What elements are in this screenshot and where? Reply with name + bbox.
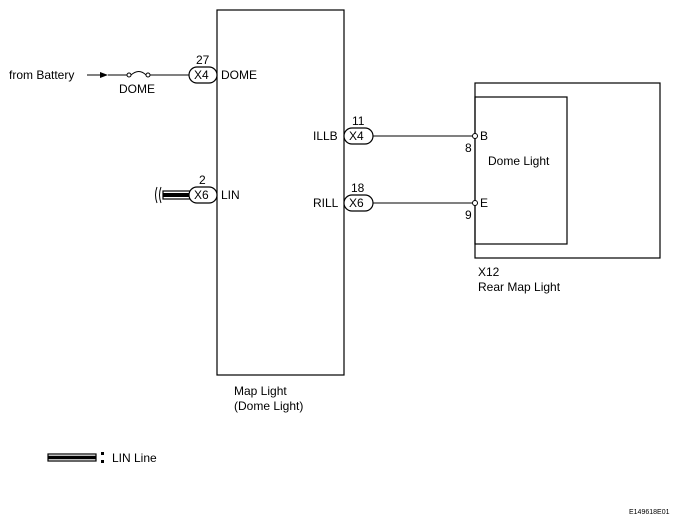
fuse-icon bbox=[130, 71, 147, 76]
illb-pin-number: 11 bbox=[352, 114, 365, 128]
terminal-b-pin: 8 bbox=[465, 141, 472, 155]
dome-connector-label: X4 bbox=[194, 68, 209, 82]
lin-break-mark bbox=[155, 186, 162, 204]
rill-pin-name: RILL bbox=[313, 196, 339, 210]
rill-pin-number: 18 bbox=[351, 181, 365, 195]
map-light-subtitle: (Dome Light) bbox=[234, 399, 304, 413]
from-battery-label: from Battery bbox=[9, 68, 75, 82]
connector-lin bbox=[188, 186, 218, 204]
fuse-terminal-left bbox=[126, 72, 132, 78]
battery-arrow-head bbox=[100, 72, 108, 78]
dome-light-box bbox=[474, 96, 568, 245]
dome-pin-name: DOME bbox=[221, 68, 257, 82]
rear-map-light-id: X12 bbox=[478, 265, 500, 279]
legend-lin-label: LIN Line bbox=[112, 451, 157, 465]
terminal-e bbox=[472, 200, 478, 206]
rill-connector-label: X6 bbox=[349, 196, 364, 210]
rear-map-light-name: Rear Map Light bbox=[478, 280, 561, 294]
terminal-b-label: B bbox=[480, 129, 489, 143]
terminal-e-pin: 9 bbox=[465, 208, 472, 222]
dome-pin-number: 27 bbox=[196, 53, 210, 67]
lin-pin-number: 2 bbox=[199, 173, 206, 187]
legend-colon-bottom bbox=[101, 460, 104, 463]
lin-connector-label: X6 bbox=[194, 188, 209, 202]
illb-connector-label: X4 bbox=[349, 129, 364, 143]
fuse-terminal-right bbox=[145, 72, 151, 78]
lin-pin-name: LIN bbox=[221, 188, 240, 202]
illb-pin-name: ILLB bbox=[313, 129, 338, 143]
diagram-code: E149618E01 bbox=[629, 509, 670, 516]
terminal-b bbox=[472, 133, 478, 139]
map-light-name: Map Light bbox=[234, 384, 287, 398]
fuse-label: DOME bbox=[119, 82, 155, 96]
connector-dome bbox=[188, 66, 218, 84]
legend-colon-top bbox=[101, 452, 104, 455]
dome-light-label: Dome Light bbox=[488, 154, 550, 168]
terminal-e-label: E bbox=[480, 196, 489, 210]
